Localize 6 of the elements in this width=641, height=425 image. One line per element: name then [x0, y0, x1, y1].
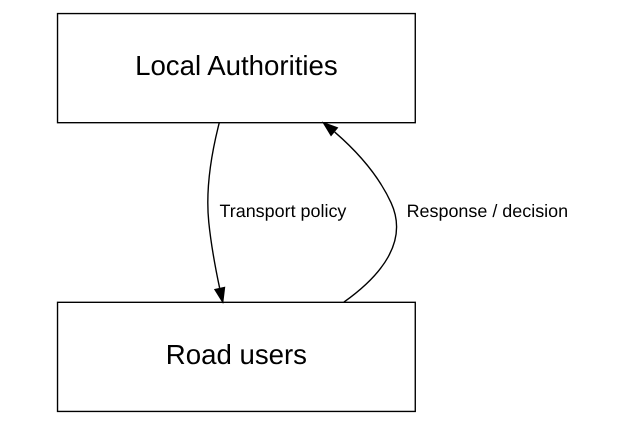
edge-label: Transport policy — [218, 201, 346, 222]
edge-label: Response / decision — [406, 201, 568, 222]
arrow — [206, 122, 225, 304]
node-box: Local Authorities — [56, 12, 416, 124]
arrow — [321, 121, 397, 303]
node-box: Road users — [56, 302, 416, 412]
